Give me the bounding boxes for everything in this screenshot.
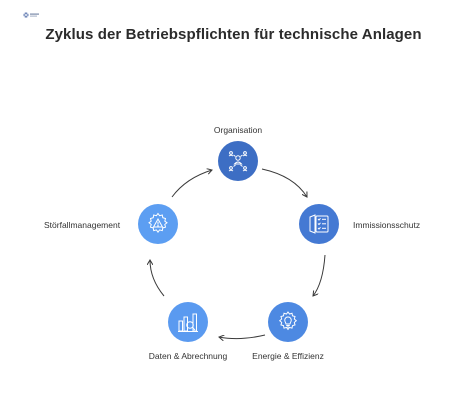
gear-warning-icon [148, 212, 168, 233]
cycle-label-organisation: Organisation [213, 125, 263, 135]
cycle-label-stoerfallmanagement: Störfallmanagement [44, 220, 121, 230]
people-network-icon [228, 151, 248, 172]
arrow-organisation-to-immissionsschutz [261, 168, 307, 197]
cycle-node-energie-effizienz [268, 302, 308, 342]
cycle-node-organisation [218, 141, 258, 181]
arrow-immissionsschutz-to-energie [313, 254, 326, 296]
page-title: Zyklus der Betriebspflichten für technis… [45, 26, 422, 43]
cycle-node-daten-abrechnung [168, 302, 208, 342]
chart-magnifier-icon [178, 313, 198, 332]
cycle-node-immissionsschutz [299, 204, 339, 244]
arrow-stoerfall-to-organisation [171, 170, 212, 198]
arrow-energie-to-daten [219, 334, 266, 339]
cycle-label-immissionsschutz: Immissionsschutz [353, 220, 421, 230]
lightbulb-gear-icon [278, 311, 298, 331]
cycle-label-energie-effizienz: Energie & Effizienz [252, 351, 324, 361]
logo-icon [23, 12, 39, 18]
cycle-label-daten-abrechnung: Daten & Abrechnung [148, 351, 228, 361]
arrow-daten-to-stoerfall [150, 260, 165, 297]
cycle-node-stoerfallmanagement [138, 204, 178, 244]
shield-checklist-icon [309, 214, 329, 234]
